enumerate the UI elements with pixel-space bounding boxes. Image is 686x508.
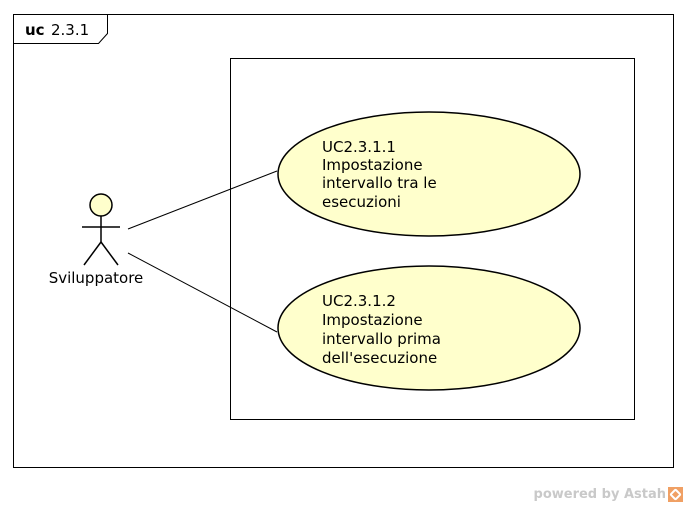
use-case-ellipse xyxy=(277,265,581,391)
watermark-text: powered by Astah xyxy=(533,487,666,502)
actor-label: Sviluppatore xyxy=(49,269,144,287)
actor-left-leg xyxy=(83,241,102,266)
use-case-uc2-3-1-1[interactable]: UC2.3.1.1 Impostazione intervallo tra le… xyxy=(277,111,581,237)
use-case-label-line: intervallo tra le xyxy=(322,174,437,192)
actor-sviluppatore[interactable]: Sviluppatore xyxy=(49,193,144,287)
use-case-label-line: Impostazione xyxy=(322,311,423,329)
use-case-label: UC2.3.1.2 Impostazione intervallo prima … xyxy=(322,292,446,367)
use-case-label-line: esecuzioni xyxy=(322,193,401,211)
association-line-uc-2 xyxy=(127,252,278,333)
frame-keyword: uc xyxy=(25,21,45,39)
astah-watermark: powered by Astah xyxy=(534,487,683,502)
use-case-uc2-3-1-2[interactable]: UC2.3.1.2 Impostazione intervallo prima … xyxy=(277,265,581,391)
use-case-label-line: UC2.3.1.1 xyxy=(322,138,396,156)
use-case-ellipse xyxy=(277,111,581,237)
astah-logo-icon xyxy=(668,487,683,502)
frame-name: 2.3.1 xyxy=(51,21,89,39)
use-case-label-line: Impostazione xyxy=(322,156,423,174)
use-case-label: UC2.3.1.1 Impostazione intervallo tra le… xyxy=(322,138,442,211)
actor-right-leg xyxy=(100,241,119,266)
use-case-label-line: intervallo prima xyxy=(322,330,441,348)
stick-figure-actor-icon xyxy=(82,193,120,266)
frame-name-tab xyxy=(13,14,108,44)
use-case-label-line: UC2.3.1.2 xyxy=(322,292,396,310)
association-line-uc-1 xyxy=(127,170,278,230)
use-case-label-line: dell'esecuzione xyxy=(322,349,437,367)
actor-head xyxy=(89,193,113,217)
